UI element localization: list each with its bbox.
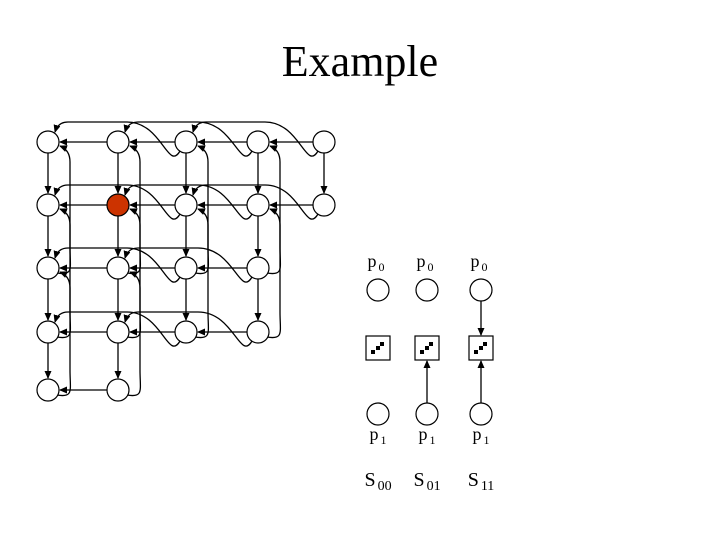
bottom-label-subscript: 1 xyxy=(484,433,490,447)
top-node xyxy=(469,278,493,302)
box-dot xyxy=(420,350,424,354)
graph-node xyxy=(106,130,130,154)
top-label-subscript: 0 xyxy=(379,260,385,274)
graph-node xyxy=(106,320,130,344)
loop-arrow xyxy=(123,247,253,283)
graph-node xyxy=(312,130,336,154)
vertical-loop-arrow xyxy=(266,145,282,275)
example-caption-base: S xyxy=(364,469,375,491)
example-caption-base: S xyxy=(413,469,424,491)
graph-node xyxy=(174,193,198,217)
bottom-node xyxy=(366,402,390,426)
vertical-loop-arrow xyxy=(194,208,210,339)
vertical-loop-arrow xyxy=(126,271,142,397)
edges-layer xyxy=(44,121,328,397)
vertical-loop-arrow xyxy=(266,208,282,339)
loop-arrow xyxy=(191,121,319,157)
bottom-label-subscript: 1 xyxy=(430,433,436,447)
example-caption-subscript: 01 xyxy=(427,479,441,494)
graph-node xyxy=(36,378,60,402)
bottom-node xyxy=(469,402,493,426)
graph-node xyxy=(106,378,130,402)
graph-node xyxy=(246,256,270,280)
example-caption-subscript: 11 xyxy=(481,479,494,494)
top-node xyxy=(415,278,439,302)
vertical-loop-arrow xyxy=(194,145,210,275)
box-dot xyxy=(425,346,429,350)
graph-node xyxy=(174,256,198,280)
graph-node xyxy=(106,256,130,280)
slide-title: Example xyxy=(281,37,439,86)
box-dot xyxy=(429,342,433,346)
top-label-base: p xyxy=(471,251,480,271)
highlighted-node xyxy=(106,193,130,217)
graph-node xyxy=(36,320,60,344)
bottom-label-base: p xyxy=(419,424,428,444)
loop-arrow xyxy=(123,121,253,157)
example-caption-subscript: 00 xyxy=(378,479,392,494)
bottom-label-base: p xyxy=(473,424,482,444)
loop-arrow xyxy=(191,184,319,220)
graph-node xyxy=(246,193,270,217)
top-node xyxy=(366,278,390,302)
graph-node xyxy=(246,320,270,344)
box-dot xyxy=(474,350,478,354)
box-dot xyxy=(371,350,375,354)
top-label-subscript: 0 xyxy=(482,260,488,274)
graph-node xyxy=(36,256,60,280)
box-dot xyxy=(479,346,483,350)
loop-arrow xyxy=(123,311,253,347)
vertical-loop-arrow xyxy=(56,208,72,339)
graph-node xyxy=(312,193,336,217)
box-dot xyxy=(376,346,380,350)
example-caption-base: S xyxy=(468,469,479,491)
top-label-base: p xyxy=(417,251,426,271)
loop-arrow xyxy=(53,247,181,283)
loop-arrow xyxy=(53,311,181,347)
loop-arrow xyxy=(53,121,181,157)
top-label-subscript: 0 xyxy=(428,260,434,274)
graph-node xyxy=(174,320,198,344)
loop-arrow xyxy=(123,184,253,220)
vertical-loop-arrow xyxy=(126,208,142,339)
vertical-loop-arrow xyxy=(56,145,72,275)
bottom-label-base: p xyxy=(370,424,379,444)
top-label-base: p xyxy=(368,251,377,271)
graph-node xyxy=(174,130,198,154)
vertical-loop-arrow xyxy=(126,145,142,275)
bottom-node xyxy=(415,402,439,426)
graph-node xyxy=(36,193,60,217)
vertical-loop-arrow xyxy=(56,271,72,397)
box-dot xyxy=(380,342,384,346)
graph-node xyxy=(36,130,60,154)
graph-node xyxy=(246,130,270,154)
loop-arrow xyxy=(53,184,181,220)
bottom-label-subscript: 1 xyxy=(381,433,387,447)
nodes-layer xyxy=(36,130,336,402)
box-dot xyxy=(483,342,487,346)
